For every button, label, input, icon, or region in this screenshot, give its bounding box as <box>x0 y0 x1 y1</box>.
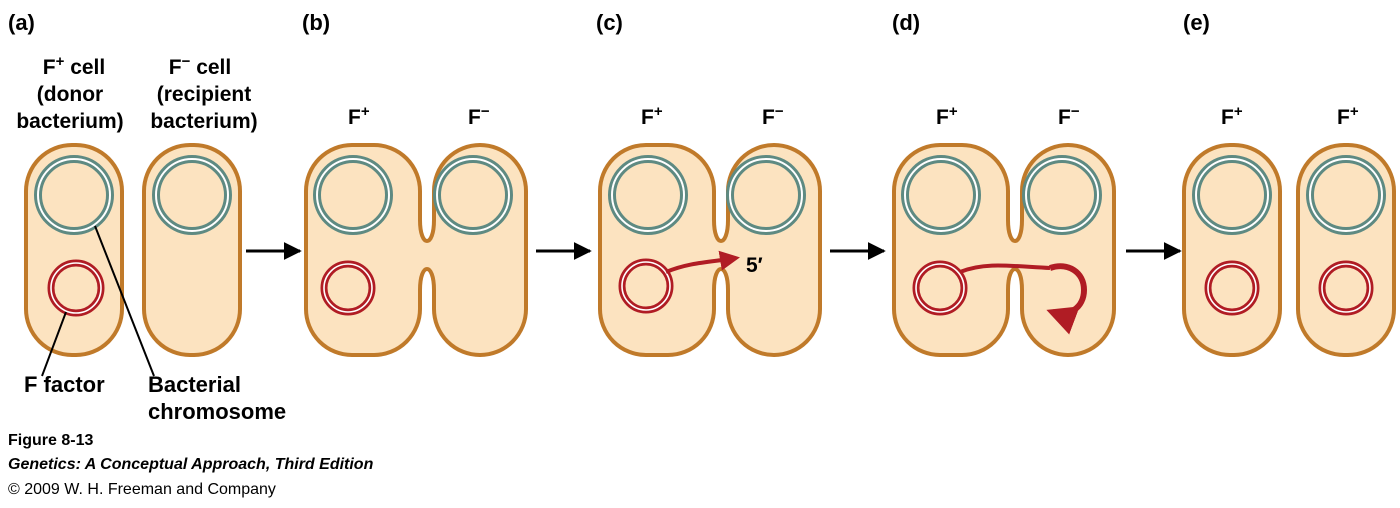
donor-cell <box>24 143 124 357</box>
donor-label-line3: bacterium) <box>16 110 123 133</box>
daughter-cell-left <box>1182 143 1282 357</box>
label-c-right: F− <box>762 103 784 129</box>
label-c-left: F+ <box>641 103 663 129</box>
bacterial-chromosome-label: Bacterial <box>148 372 241 397</box>
label-b-right: F− <box>468 103 490 129</box>
f-factor-pointer <box>41 311 67 377</box>
recipient-label-line2: (recipient <box>157 83 252 106</box>
bacterial-chromosome-label-line2: chromosome <box>148 399 286 424</box>
transferred-strand <box>959 263 1051 274</box>
mating-pair-b <box>304 142 528 358</box>
mating-pair-c <box>598 142 822 358</box>
copyright: © 2009 W. H. Freeman and Company <box>8 481 276 498</box>
label-e-left: F+ <box>1221 103 1243 129</box>
label-d-left: F+ <box>936 103 958 129</box>
recipient-label-line3: bacterium) <box>150 110 257 133</box>
chromosome-pointer <box>94 225 155 377</box>
panel-label-d: (d) <box>892 10 920 35</box>
donor-label-line2: (donor <box>37 83 103 106</box>
book-title: Genetics: A Conceptual Approach, Third E… <box>8 456 374 473</box>
figure-number: Figure 8-13 <box>8 432 94 449</box>
f-factor-label: F factor <box>24 372 105 397</box>
panel-label-b: (b) <box>302 10 330 35</box>
label-e-right: F+ <box>1337 103 1359 129</box>
panel-label-a: (a) <box>8 10 35 35</box>
panel-label-c: (c) <box>596 10 623 35</box>
panel-label-e: (e) <box>1183 10 1210 35</box>
recipient-label: F− cell <box>169 53 231 79</box>
circularizing-strand <box>1046 263 1088 335</box>
label-d-right: F− <box>1058 103 1080 129</box>
daughter-cell-right <box>1296 143 1396 357</box>
recipient-cell <box>142 143 242 357</box>
transferring-strand <box>665 250 740 274</box>
donor-label: F+ cell <box>43 53 105 79</box>
mating-pair-d <box>892 142 1116 358</box>
five-prime-label: 5′ <box>746 254 763 277</box>
label-b-left: F+ <box>348 103 370 129</box>
